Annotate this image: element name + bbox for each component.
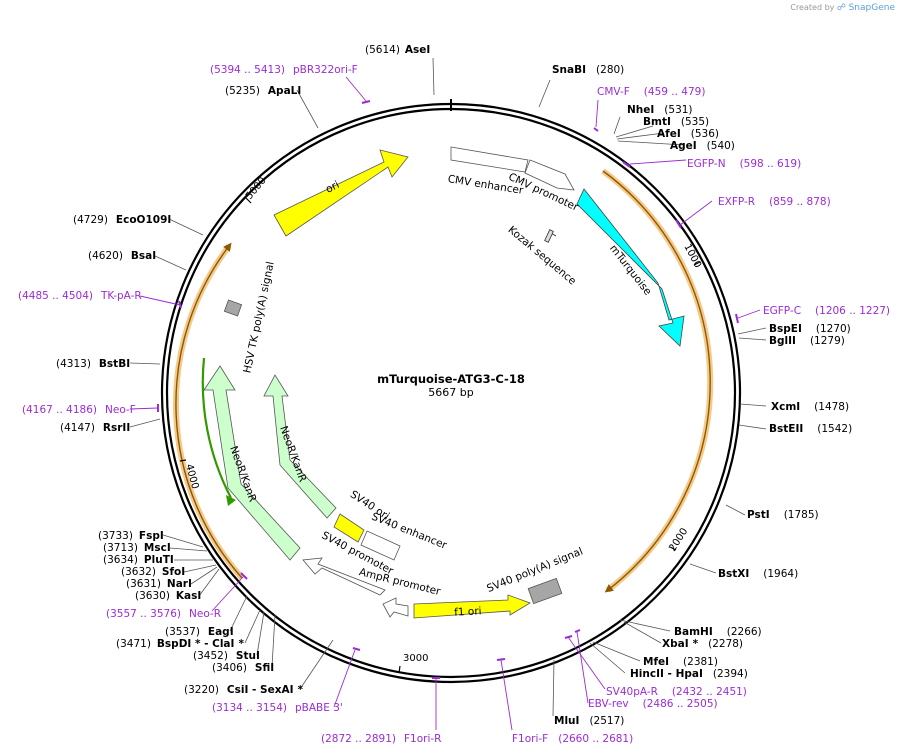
feature-sv40-enhancer — [360, 530, 401, 561]
enzyme-label-nari: (3631)NarI — [126, 578, 192, 590]
feature-f1-ori-arrow — [413, 594, 531, 619]
enzyme-label-apali: (5235)ApaLI — [225, 85, 301, 97]
enzyme-label-eagi: (3537)EagI — [165, 626, 234, 638]
feature-sv40-promoter — [302, 557, 386, 596]
primer-label-f1ori-r: (2872 .. 2891)F1ori-R — [321, 733, 441, 745]
enzyme-label-bspei: BspEI(1270) — [769, 323, 851, 335]
primer-label-neo-r: (3557 .. 3576)Neo-R — [106, 608, 221, 620]
primer-label-exfp-r: EXFP-R(859 .. 878) — [718, 196, 831, 208]
primer-label-cmv-f: CMV-F(459 .. 479) — [597, 86, 705, 98]
enzyme-label-snabi: SnaBI(280) — [552, 64, 624, 76]
feature-label-hsv-tk: HSV TK poly(A) signal — [241, 261, 276, 375]
enzyme-label-hincii-hpai: HincII - HpaI(2394) — [630, 668, 748, 680]
enzyme-label-bstxi: BstXI(1964) — [718, 568, 798, 580]
orf-green-arc — [201, 357, 232, 499]
enzyme-label-fspi: (3733)FspI — [98, 530, 164, 542]
enzyme-label-mlui: MluI(2517) — [554, 715, 624, 727]
enzyme-label-psti: PstI(1785) — [747, 509, 819, 521]
feature-neor-kanr-outer — [203, 365, 301, 561]
orf-neo-arc — [172, 244, 245, 580]
feature-sv40-ori — [333, 513, 365, 543]
feature-hsv-tk-polya — [223, 299, 243, 317]
enzyme-label-xcmi: XcmI(1478) — [771, 401, 849, 413]
enzyme-label-rsrii: (4147)RsrII — [60, 422, 130, 434]
plasmid-name: mTurquoise-ATG3-C-18 — [377, 372, 525, 386]
enzyme-label-agei: AgeI(540) — [670, 140, 735, 152]
enzyme-label-bglii: BglII(1279) — [769, 335, 845, 347]
feature-sv40-polya — [527, 577, 563, 605]
enzyme-label-pluti: (3634)PluTI — [103, 554, 174, 566]
enzyme-label-bsteii: BstEII(1542) — [769, 423, 852, 435]
enzyme-label-asei: (5614)AseI — [365, 44, 430, 56]
enzyme-label-kasi: (3630)KasI — [135, 590, 201, 602]
enzyme-label-xbai: XbaI*(2278) — [662, 638, 743, 650]
enzyme-label-bspdi-clai: (3471)BspDI * - ClaI* — [116, 638, 244, 650]
feature-cmv-promoter — [524, 159, 575, 191]
enzyme-label-bamhi: BamHI(2266) — [674, 626, 762, 638]
plasmid-size: 5667 bp — [428, 386, 473, 399]
feature-ori-arrow — [273, 149, 409, 237]
enzyme-label-sfoi: (3632)SfoI — [121, 566, 185, 578]
feature-cmv-enhancer — [450, 146, 529, 173]
enzyme-label-nhei: NheI(531) — [627, 104, 693, 116]
enzyme-label-csii-sexai: (3220)CsiI - SexAI* — [184, 684, 304, 696]
enzyme-label-afei: AfeI(536) — [657, 128, 719, 140]
credit-prefix: Created by — [790, 3, 835, 12]
enzyme-label-bsai: (4620)BsaI — [88, 250, 156, 262]
snapgene-credit: Created by ☍ SnapGene — [790, 3, 895, 13]
credit-brand: SnapGene — [848, 3, 895, 13]
tick-3000: 3000 — [403, 653, 428, 664]
primer-label-neo-f: (4167 .. 4186)Neo-F — [22, 404, 136, 416]
primer-label-egfp-n: EGFP-N(598 .. 619) — [687, 158, 801, 170]
primer-label-pbabe-3: (3134 .. 3154)pBABE 3' — [212, 702, 343, 714]
enzyme-label-stui: (3452)StuI — [193, 650, 260, 662]
enzyme-label-bmti: BmtI(535) — [643, 116, 709, 128]
feature-label-ori: ori — [324, 179, 342, 196]
snapgene-logo-icon: ☍ — [836, 3, 847, 13]
enzyme-label-msci: (3713)MscI — [103, 542, 171, 554]
primer-label-tk-pa-r: (4485 .. 4504)TK-pA-R — [18, 290, 142, 302]
primer-label-pbr322ori-f: (5394 .. 5413)pBR322ori-F — [210, 64, 358, 76]
feature-label-f1-ori: f1 ori — [454, 605, 482, 618]
feature-label-ampr-promoter: AmpR promoter — [358, 566, 443, 598]
primer-label-ebv-rev: EBV-rev(2486 .. 2505) — [588, 698, 718, 710]
feature-neor-kanr-inner — [263, 374, 337, 519]
enzyme-label-mfei: MfeI(2381) — [643, 656, 718, 668]
feature-mturquoise-arrow — [576, 188, 685, 347]
feature-label-kozak: Kozak sequence — [506, 224, 579, 288]
enzyme-label-ecoo109i: (4729)EcoO109I — [73, 214, 171, 226]
enzyme-label-sfii: (3406)SfiI — [212, 662, 274, 674]
primer-label-egfp-c: EGFP-C(1206 .. 1227) — [763, 305, 890, 317]
primer-label-f1ori-f: F1ori-F(2660 .. 2681) — [512, 733, 633, 745]
enzyme-label-bstbi: (4313)BstBI — [56, 358, 130, 370]
feature-ampr-promoter — [382, 597, 409, 618]
primer-label-sv40pa-r: SV40pA-R(2432 .. 2451) — [606, 686, 747, 698]
